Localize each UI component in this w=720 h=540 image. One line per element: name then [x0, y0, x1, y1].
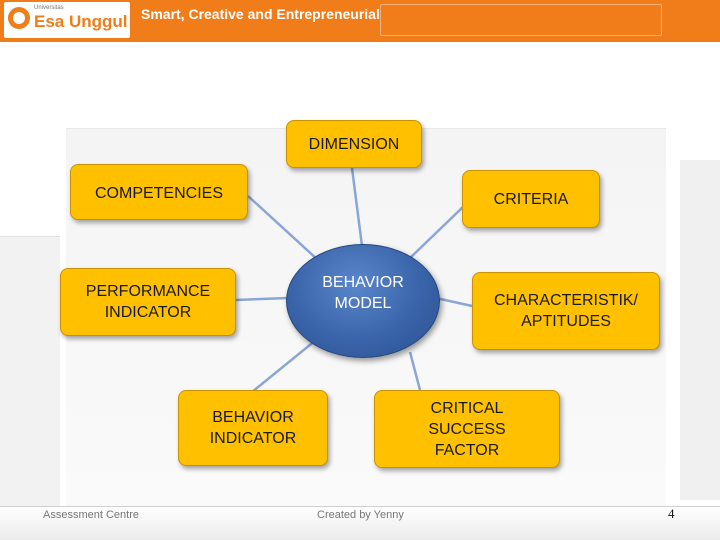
node-criteria: CRITERIA	[462, 170, 600, 228]
node-behavior-indicator-label: BEHAVIOR INDICATOR	[209, 409, 297, 447]
node-critical-success-factor: CRITICAL SUCCESS FACTOR	[374, 390, 560, 468]
node-competencies: COMPETENCIES	[70, 164, 248, 220]
connector-dimension	[350, 167, 364, 247]
node-performance-indicator: PERFORMANCE INDICATOR	[60, 268, 236, 336]
footer-divider	[0, 506, 720, 507]
node-competencies-label: COMPETENCIES	[94, 185, 223, 202]
connector-competencies	[247, 195, 319, 261]
page-number: 4	[668, 506, 675, 521]
node-performance-indicator-label: PERFORMANCE INDICATOR	[85, 283, 211, 321]
connector-criteria	[409, 205, 465, 259]
connector-performance	[235, 296, 289, 302]
center-behavior-model: BEHAVIOR MODEL	[286, 244, 440, 358]
node-criteria-label: CRITERIA	[493, 190, 569, 208]
background-left-strip	[0, 236, 60, 507]
header-bar: Universitas Esa Unggul Smart, Creative a…	[0, 0, 720, 42]
footer-bar	[0, 506, 720, 540]
node-dimension-label: DIMENSION	[308, 135, 400, 153]
connector-characteristik	[435, 296, 473, 308]
footer-left-text: Assessment Centre	[43, 509, 139, 521]
connector-behavior-indicator	[251, 339, 317, 393]
node-characteristik: CHARACTERISTIK/ APTITUDES	[472, 272, 660, 350]
header-decor-box	[380, 4, 662, 36]
center-label: BEHAVIOR MODEL	[322, 274, 404, 312]
logo-text: Esa Unggul	[34, 12, 128, 31]
logo-emblem-icon	[8, 7, 30, 29]
node-critical-success-factor-label: CRITICAL SUCCESS FACTOR	[428, 399, 506, 459]
node-characteristik-label: CHARACTERISTIK/ APTITUDES	[493, 292, 638, 330]
header-tagline: Smart, Creative and Entrepreneurial	[141, 6, 380, 22]
footer-middle-text: Created by Yenny	[317, 509, 404, 521]
connector-critical	[408, 351, 422, 391]
node-dimension: DIMENSION	[286, 120, 422, 168]
logo-subtext: Universitas	[34, 5, 64, 11]
background-right-strip	[680, 160, 720, 500]
university-logo: Universitas Esa Unggul	[4, 2, 130, 38]
node-behavior-indicator: BEHAVIOR INDICATOR	[178, 390, 328, 466]
